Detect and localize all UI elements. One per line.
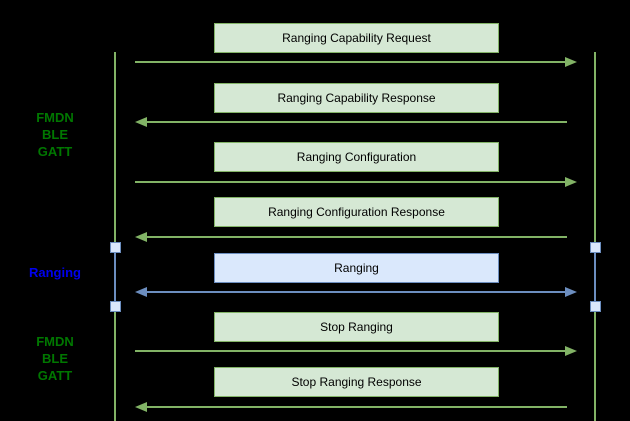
phase-marker-left-top <box>110 242 121 253</box>
phase-marker-left-bottom <box>110 301 121 312</box>
arrowhead-left-icon <box>135 402 147 412</box>
phase-marker-right-bottom <box>590 301 601 312</box>
lifeline-right-gatt-top-segment <box>594 52 596 243</box>
message-box-ranging-capability-response: Ranging Capability Response <box>214 83 499 113</box>
message-box-ranging-capability-request: Ranging Capability Request <box>214 23 499 53</box>
section-label-line: GATT <box>37 144 73 159</box>
arrow-line <box>147 121 567 123</box>
arrowhead-left-icon <box>135 117 147 127</box>
lifeline-left-ranging-segment <box>114 243 116 312</box>
arrowhead-right-icon <box>565 57 577 67</box>
arrowhead-right-icon <box>565 287 577 297</box>
arrow-line <box>135 61 565 63</box>
message-box-stop-ranging: Stop Ranging <box>214 312 499 342</box>
message-box-ranging-configuration: Ranging Configuration <box>214 142 499 172</box>
arrow-right-ranging-configuration <box>135 176 577 188</box>
arrow-line <box>147 406 567 408</box>
arrow-line <box>147 291 565 293</box>
arrow-right-stop-ranging <box>135 345 577 357</box>
section-label-ranging: Ranging <box>0 264 110 281</box>
arrowhead-right-icon <box>565 346 577 356</box>
arrow-bidirectional-ranging <box>135 286 577 298</box>
message-box-ranging: Ranging <box>214 253 499 283</box>
arrow-left-ranging-capability-response <box>135 116 577 128</box>
arrow-line <box>135 181 565 183</box>
lifeline-right-ranging-segment <box>594 243 596 312</box>
section-label-line: BLE <box>42 127 68 142</box>
arrowhead-right-icon <box>565 177 577 187</box>
lifeline-right-gatt-bottom-segment <box>594 312 596 421</box>
lifeline-left-gatt-top-segment <box>114 52 116 243</box>
section-label-fmdn-ble-gatt-bottom: FMDN BLE GATT <box>0 333 110 384</box>
arrow-right-ranging-capability-request <box>135 56 577 68</box>
section-label-line: FMDN <box>36 110 74 125</box>
arrow-line <box>147 236 567 238</box>
section-label-line: GATT <box>37 368 73 383</box>
lifeline-left-gatt-bottom-segment <box>114 312 116 421</box>
arrowhead-left-icon <box>135 232 147 242</box>
arrow-line <box>135 350 565 352</box>
section-label-line: Ranging <box>29 265 81 280</box>
section-label-fmdn-ble-gatt-top: FMDN BLE GATT <box>0 109 110 160</box>
message-box-ranging-configuration-response: Ranging Configuration Response <box>214 197 499 227</box>
arrow-left-stop-ranging-response <box>135 401 577 413</box>
section-label-line: BLE <box>42 351 68 366</box>
arrow-left-ranging-configuration-response <box>135 231 577 243</box>
message-box-stop-ranging-response: Stop Ranging Response <box>214 367 499 397</box>
arrowhead-left-icon <box>135 287 147 297</box>
phase-marker-right-top <box>590 242 601 253</box>
section-label-line: FMDN <box>36 334 74 349</box>
